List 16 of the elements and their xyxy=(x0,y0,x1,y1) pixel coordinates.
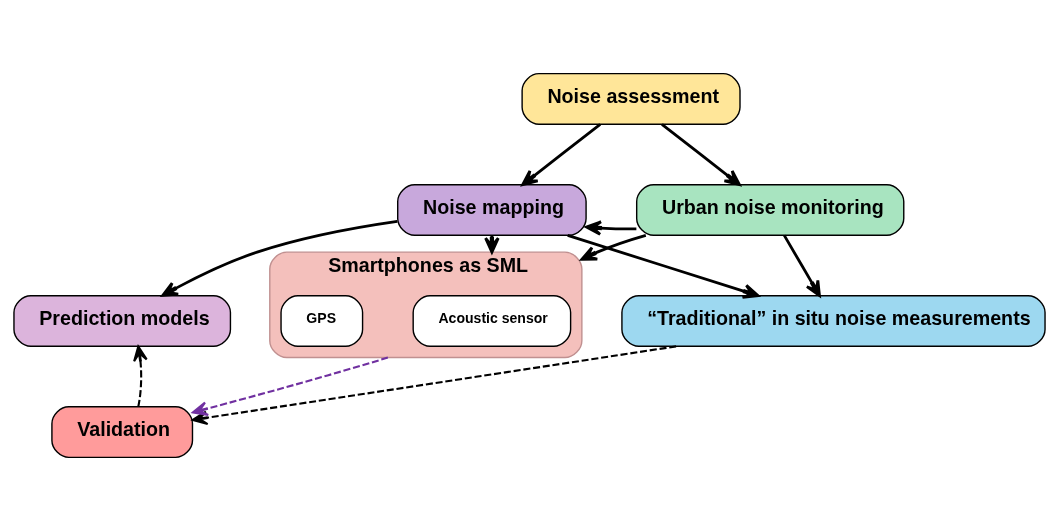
arrow xyxy=(580,234,647,261)
node-box: Noise assessment xyxy=(521,72,741,125)
arrow xyxy=(783,234,821,298)
arrow xyxy=(191,356,389,416)
node-box: Prediction models xyxy=(13,295,232,348)
node-box: Urban noise monitoring xyxy=(635,183,905,236)
arrow xyxy=(133,345,148,407)
arrow xyxy=(161,220,398,297)
node-box: “Traditional” in situ noise measurements xyxy=(621,295,1046,348)
node-box: Acoustic sensor xyxy=(412,295,572,348)
arrow xyxy=(567,234,760,299)
arrow xyxy=(661,123,741,187)
arrow xyxy=(521,123,602,187)
arrow xyxy=(585,220,637,236)
node-box: GPS xyxy=(280,295,364,348)
node-box: Validation xyxy=(51,406,194,459)
